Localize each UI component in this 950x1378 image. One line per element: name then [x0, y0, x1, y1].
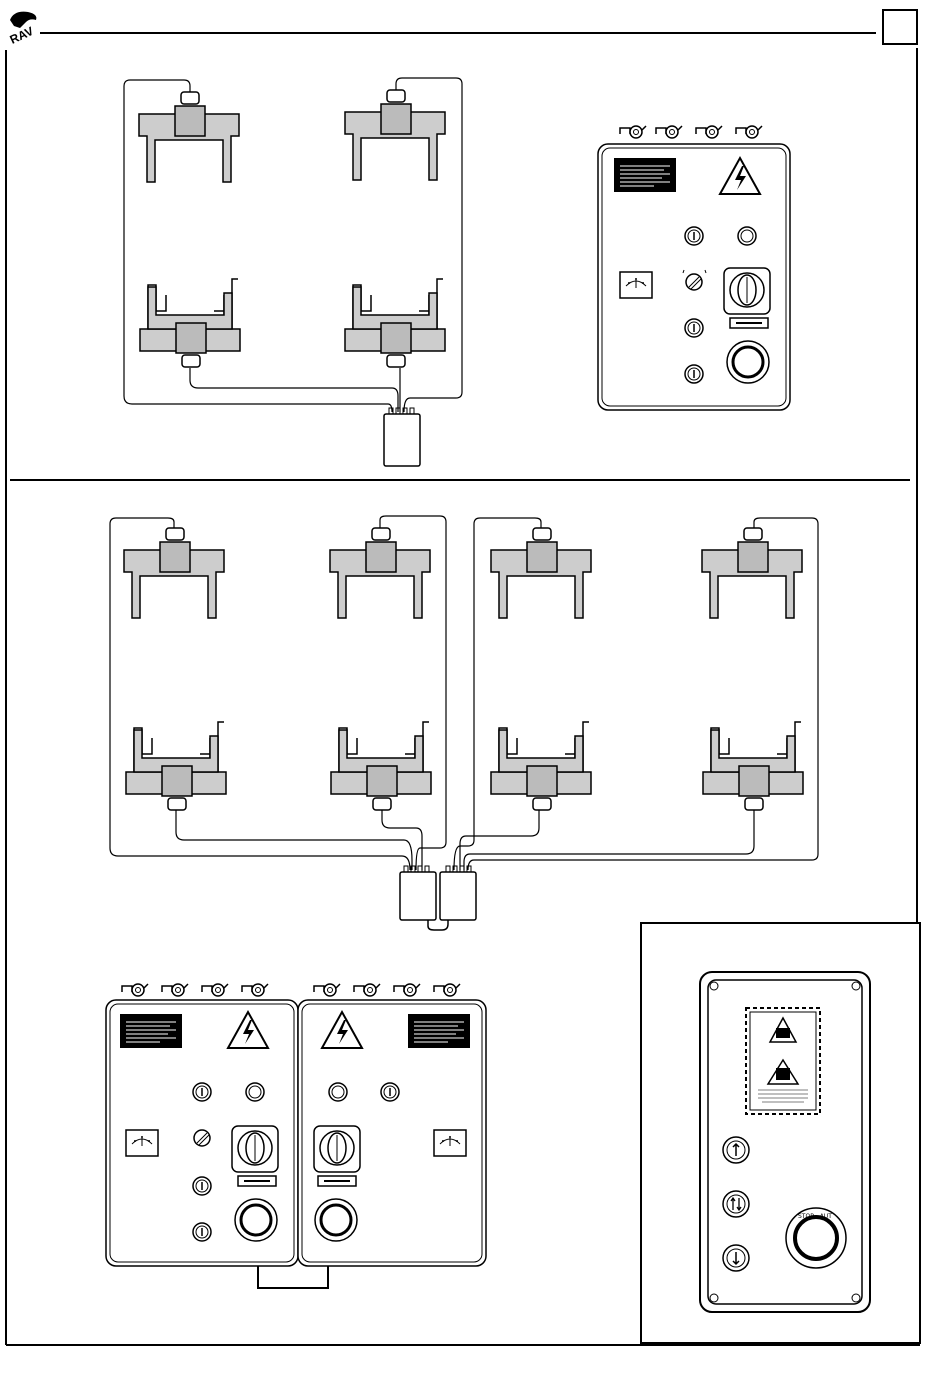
- lift-column-2: [330, 528, 430, 618]
- junction-box-left: [400, 872, 436, 920]
- middle-lift-diagram: [110, 516, 818, 930]
- lift-column-top-right: [345, 90, 445, 180]
- emergency-stop-icon-right: [315, 1199, 357, 1241]
- gauge-icon-left: [126, 1130, 158, 1156]
- lift-column-8: [703, 722, 803, 810]
- warning-label-left: [120, 1014, 182, 1048]
- up-button-icon-left: [193, 1083, 211, 1101]
- warning-label: [614, 158, 676, 192]
- top-lift-diagram: [124, 78, 462, 466]
- up-button-icon-inset: [723, 1137, 749, 1163]
- lamp-icon-left: [246, 1083, 264, 1101]
- lamp-icon-right: [329, 1083, 347, 1101]
- down-button-icon-inset: [723, 1245, 749, 1271]
- emergency-stop-icon-left: [235, 1199, 277, 1241]
- down-button-icon-left: [193, 1223, 211, 1241]
- up-button-icon-left-2: [193, 1177, 211, 1195]
- key-switch-icon-left: [194, 1130, 210, 1146]
- lamp-icon: [738, 227, 756, 245]
- gauge-icon-right: [434, 1130, 466, 1156]
- up-button-icon: [685, 227, 703, 245]
- lift-column-3: [491, 528, 591, 618]
- lift-column-5: [126, 722, 226, 810]
- up-button-icon-2: [685, 319, 703, 337]
- control-panel-left: [106, 984, 298, 1266]
- warning-label-right: [408, 1014, 470, 1048]
- slave-control-panel: STOP - AUT: [700, 972, 870, 1312]
- lift-column-bottom-right: [345, 279, 445, 367]
- selector-knob-icon: [724, 268, 770, 314]
- junction-box: [384, 414, 420, 466]
- control-panel-right: [298, 984, 486, 1266]
- selector-knob-icon-right: [314, 1126, 360, 1172]
- lift-column-6: [331, 722, 431, 810]
- lift-column-4: [702, 528, 802, 618]
- lock-release-button-icon: [723, 1191, 749, 1217]
- panel-link-cable: [258, 1266, 328, 1288]
- selector-knob-icon-left: [232, 1126, 278, 1172]
- up-button-icon-right: [381, 1083, 399, 1101]
- lift-column-top-left: [139, 92, 239, 182]
- lift-column-bottom-left: [140, 279, 240, 367]
- control-panel-top: [598, 126, 790, 410]
- down-button-icon: [685, 365, 703, 383]
- junction-box-right: [440, 872, 476, 920]
- lift-column-1: [124, 528, 224, 618]
- estop-ring-label: STOP - AUT: [798, 1213, 832, 1220]
- lift-column-7: [491, 722, 591, 810]
- gauge-icon: [620, 272, 652, 298]
- emergency-stop-icon: [727, 341, 769, 383]
